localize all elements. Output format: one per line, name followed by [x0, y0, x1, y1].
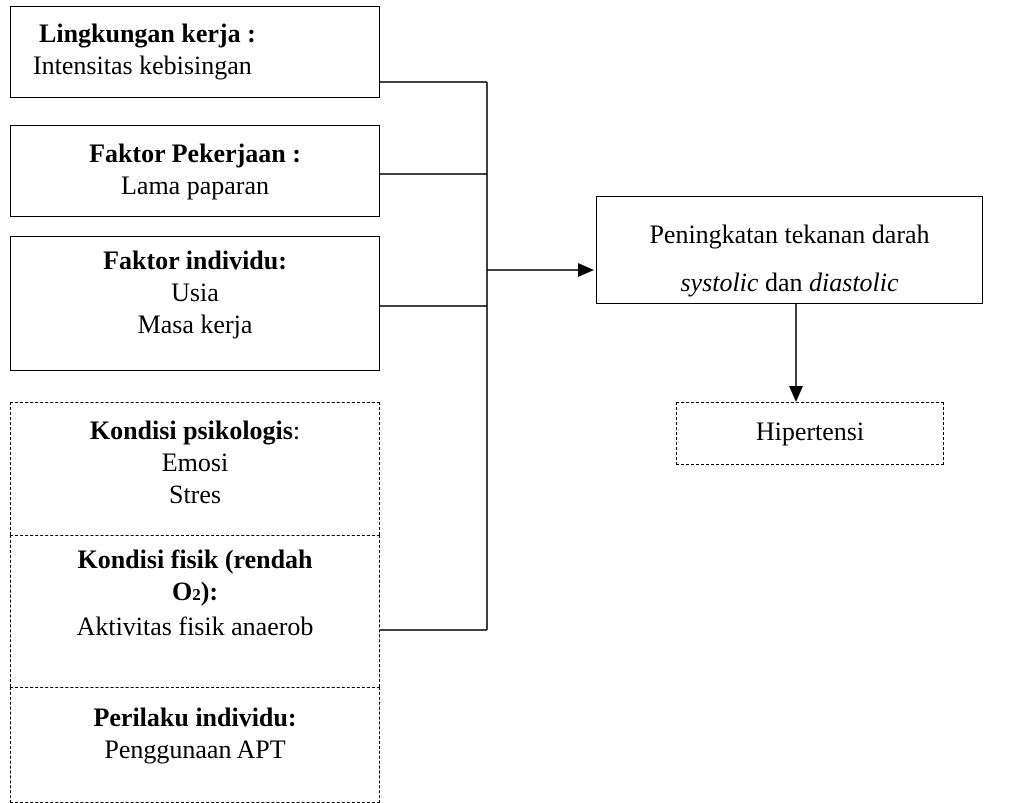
- box-lingkungan-kerja: Lingkungan kerja : Intensitas kebisingan: [10, 6, 380, 98]
- box-peningkatan-tekanan-darah: Peningkatan tekanan darah systolic dan d…: [596, 196, 983, 304]
- box-faktor-pekerjaan: Faktor Pekerjaan : Lama paparan: [10, 125, 380, 217]
- individu-item-masa-kerja: Masa kerja: [137, 310, 253, 339]
- perilaku-item: Penggunaan APT: [104, 735, 286, 764]
- pekerjaan-title: Faktor Pekerjaan :: [89, 139, 301, 168]
- box-perilaku-individu: Perilaku individu: Penggunaan APT: [10, 687, 380, 803]
- box-kondisi-psikologis: Kondisi psikologis: Emosi Stres: [10, 402, 380, 535]
- box-kondisi-fisik: Kondisi fisik (rendah O2): Aktivitas fis…: [10, 535, 380, 687]
- psikologis-item-emosi: Emosi: [161, 448, 229, 477]
- pekerjaan-item: Lama paparan: [121, 171, 269, 200]
- psikologis-item-stres: Stres: [169, 480, 221, 509]
- fisik-close: ):: [200, 577, 219, 606]
- box-faktor-individu: Faktor individu: Usia Masa kerja: [10, 236, 380, 371]
- psikologis-title: Kondisi psikologis: [89, 416, 293, 445]
- psikologis-title-suffix: :: [292, 416, 301, 445]
- systolic-text: systolic: [680, 268, 759, 297]
- individu-item-usia: Usia: [171, 278, 219, 307]
- psikologis-title-line: Kondisi psikologis:: [11, 415, 379, 447]
- fisik-title-line2: O2):: [11, 576, 379, 611]
- box-hipertensi: Hipertensi: [676, 402, 944, 465]
- fisik-subscript: 2: [192, 585, 201, 604]
- peningkatan-line2: systolic dan diastolic: [597, 259, 982, 307]
- perilaku-title: Perilaku individu:: [93, 703, 297, 732]
- lingkungan-item: Intensitas kebisingan: [33, 51, 252, 80]
- fisik-item: Aktivitas fisik anaerob: [76, 612, 314, 641]
- fisik-o: O: [171, 577, 193, 606]
- individu-title: Faktor individu:: [103, 246, 287, 275]
- fisik-title-line1: Kondisi fisik (rendah: [77, 545, 313, 574]
- dan-text: dan: [758, 268, 809, 297]
- lingkungan-title: Lingkungan kerja :: [39, 19, 256, 48]
- hipertensi-label: Hipertensi: [755, 417, 865, 446]
- diastolic-text: diastolic: [808, 268, 899, 297]
- peningkatan-line1: Peningkatan tekanan darah: [649, 220, 930, 249]
